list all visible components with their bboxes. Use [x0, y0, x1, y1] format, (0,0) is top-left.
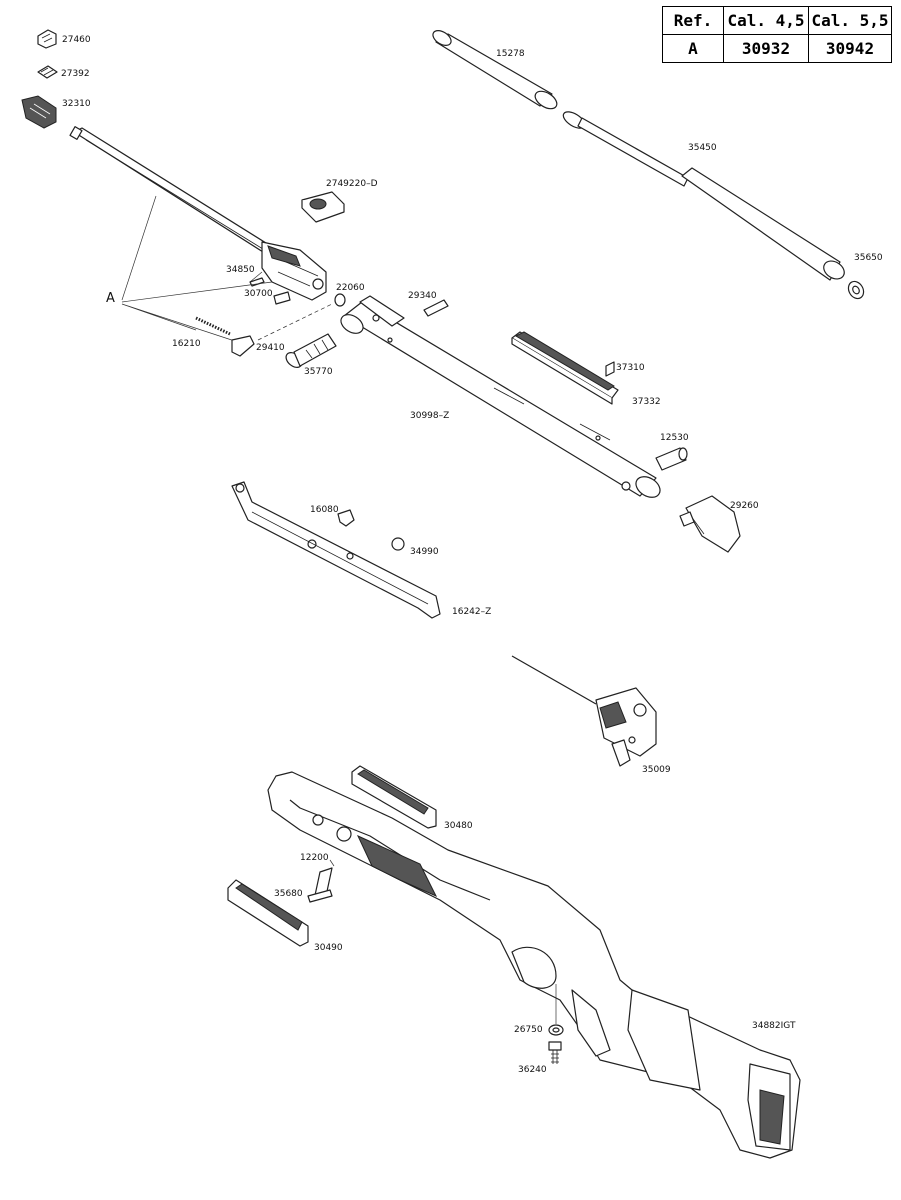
label-34882igt: 34882IGT	[752, 1021, 796, 1031]
leader-12200	[329, 859, 335, 867]
label-35770: 35770	[304, 367, 333, 377]
label-35680: 35680	[274, 889, 303, 899]
part-27460-drawing	[37, 29, 57, 49]
label-36240: 36240	[518, 1065, 547, 1075]
label-30700: 30700	[244, 289, 273, 299]
label-30490: 30490	[314, 943, 343, 953]
part-37332-scope-rail	[511, 331, 619, 405]
label-26750: 26750	[514, 1025, 543, 1035]
part-30480-forend-plate	[351, 765, 437, 829]
label-12200: 12200	[300, 853, 329, 863]
reference-table-header-row: Ref. Cal. 4,5 Cal. 5,5	[662, 6, 892, 35]
label-16210: 16210	[172, 339, 201, 349]
header-ref: Ref.	[662, 6, 724, 35]
label-29410: 29410	[256, 343, 285, 353]
label-37332: 37332	[632, 397, 661, 407]
label-16242z: 16242–Z	[452, 607, 491, 617]
part-2749220d-rear-sight	[301, 191, 345, 223]
label-35450: 35450	[688, 143, 717, 153]
assembly-a-leaders	[121, 195, 273, 347]
reference-table-row: A 30932 30942	[662, 34, 892, 63]
part-30490-side-plate	[227, 879, 309, 947]
part-35650-washer	[847, 280, 865, 300]
label-34850: 34850	[226, 265, 255, 275]
label-29340: 29340	[408, 291, 437, 301]
part-36240-screw	[548, 1041, 562, 1064]
row-cal-45: 30932	[723, 34, 809, 63]
header-cal-45: Cal. 4,5	[723, 6, 809, 35]
label-35650: 35650	[854, 253, 883, 263]
label-30480: 30480	[444, 821, 473, 831]
part-34882igt-stock	[267, 771, 801, 1159]
label-32310: 32310	[62, 99, 91, 109]
part-29260-end-cap	[679, 495, 741, 553]
label-16080: 16080	[310, 505, 339, 515]
label-34990: 34990	[410, 547, 439, 557]
label-15278: 15278	[496, 49, 525, 59]
part-37310-screw	[605, 361, 615, 377]
part-34990-bushing	[391, 537, 405, 551]
label-2749220d: 2749220–D	[326, 179, 378, 189]
label-35009: 35009	[642, 765, 671, 775]
leader-34850	[249, 271, 263, 283]
part-30998z-receiver	[340, 295, 661, 498]
row-cal-55: 30942	[808, 34, 892, 63]
part-35450-piston-rod	[562, 111, 845, 281]
part-35770-bolt	[285, 333, 337, 368]
part-16242z-cocking-lever	[231, 481, 441, 619]
part-22060-bushing	[334, 293, 346, 307]
label-30998z: 30998–Z	[410, 411, 449, 421]
part-26750-washer	[548, 1024, 564, 1036]
part-16080-clip	[337, 509, 355, 527]
part-32310-front-sight	[21, 95, 57, 129]
part-15278-tube-cap	[432, 30, 558, 110]
label-27460: 27460	[62, 35, 91, 45]
part-12530-cylinder	[655, 447, 688, 471]
assembly-a-dashed-leader	[257, 303, 333, 341]
label-assembly-a: A	[106, 291, 115, 306]
barrel-drawing	[69, 126, 327, 301]
reference-table: Ref. Cal. 4,5 Cal. 5,5 A 30932 30942	[662, 6, 892, 63]
part-35009-trigger-unit	[511, 655, 657, 767]
part-35680-screw	[307, 867, 333, 903]
row-ref: A	[662, 34, 724, 63]
label-12530: 12530	[660, 433, 689, 443]
part-29410-lever	[231, 335, 255, 357]
label-29260: 29260	[730, 501, 759, 511]
label-37310: 37310	[616, 363, 645, 373]
label-22060: 22060	[336, 283, 365, 293]
part-16210-spring	[195, 316, 231, 336]
part-27392-drawing	[37, 65, 58, 79]
part-30700-pin	[273, 291, 291, 305]
part-29340-pin	[423, 299, 449, 317]
label-27392: 27392	[61, 69, 90, 79]
